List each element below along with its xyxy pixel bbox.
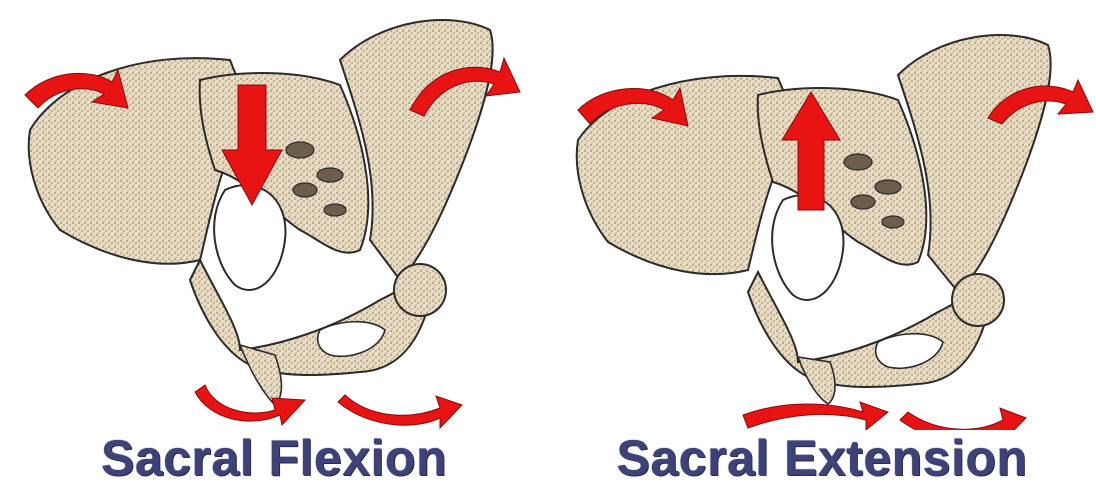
curved-arrow-icon bbox=[338, 395, 462, 428]
pubic-ischial-ring bbox=[190, 260, 433, 375]
curved-arrow-icon bbox=[195, 385, 305, 425]
coccyx bbox=[798, 357, 835, 404]
caption-sacral-extension: Sacral Extension bbox=[548, 428, 1096, 488]
sacral-extension-panel: Sacral Extension bbox=[548, 0, 1096, 490]
pelvis-illustration-extension bbox=[548, 0, 1096, 430]
pelvic-inlet bbox=[772, 195, 843, 300]
curved-arrow-icon bbox=[743, 402, 888, 430]
curved-arrow-icon bbox=[900, 408, 1026, 430]
acetabulum bbox=[394, 264, 446, 316]
sacral-flexion-panel: Sacral Flexion bbox=[0, 0, 548, 490]
pelvis-illustration-flexion bbox=[0, 0, 548, 430]
caption-sacral-flexion: Sacral Flexion bbox=[0, 428, 548, 488]
acetabulum bbox=[952, 274, 1004, 326]
